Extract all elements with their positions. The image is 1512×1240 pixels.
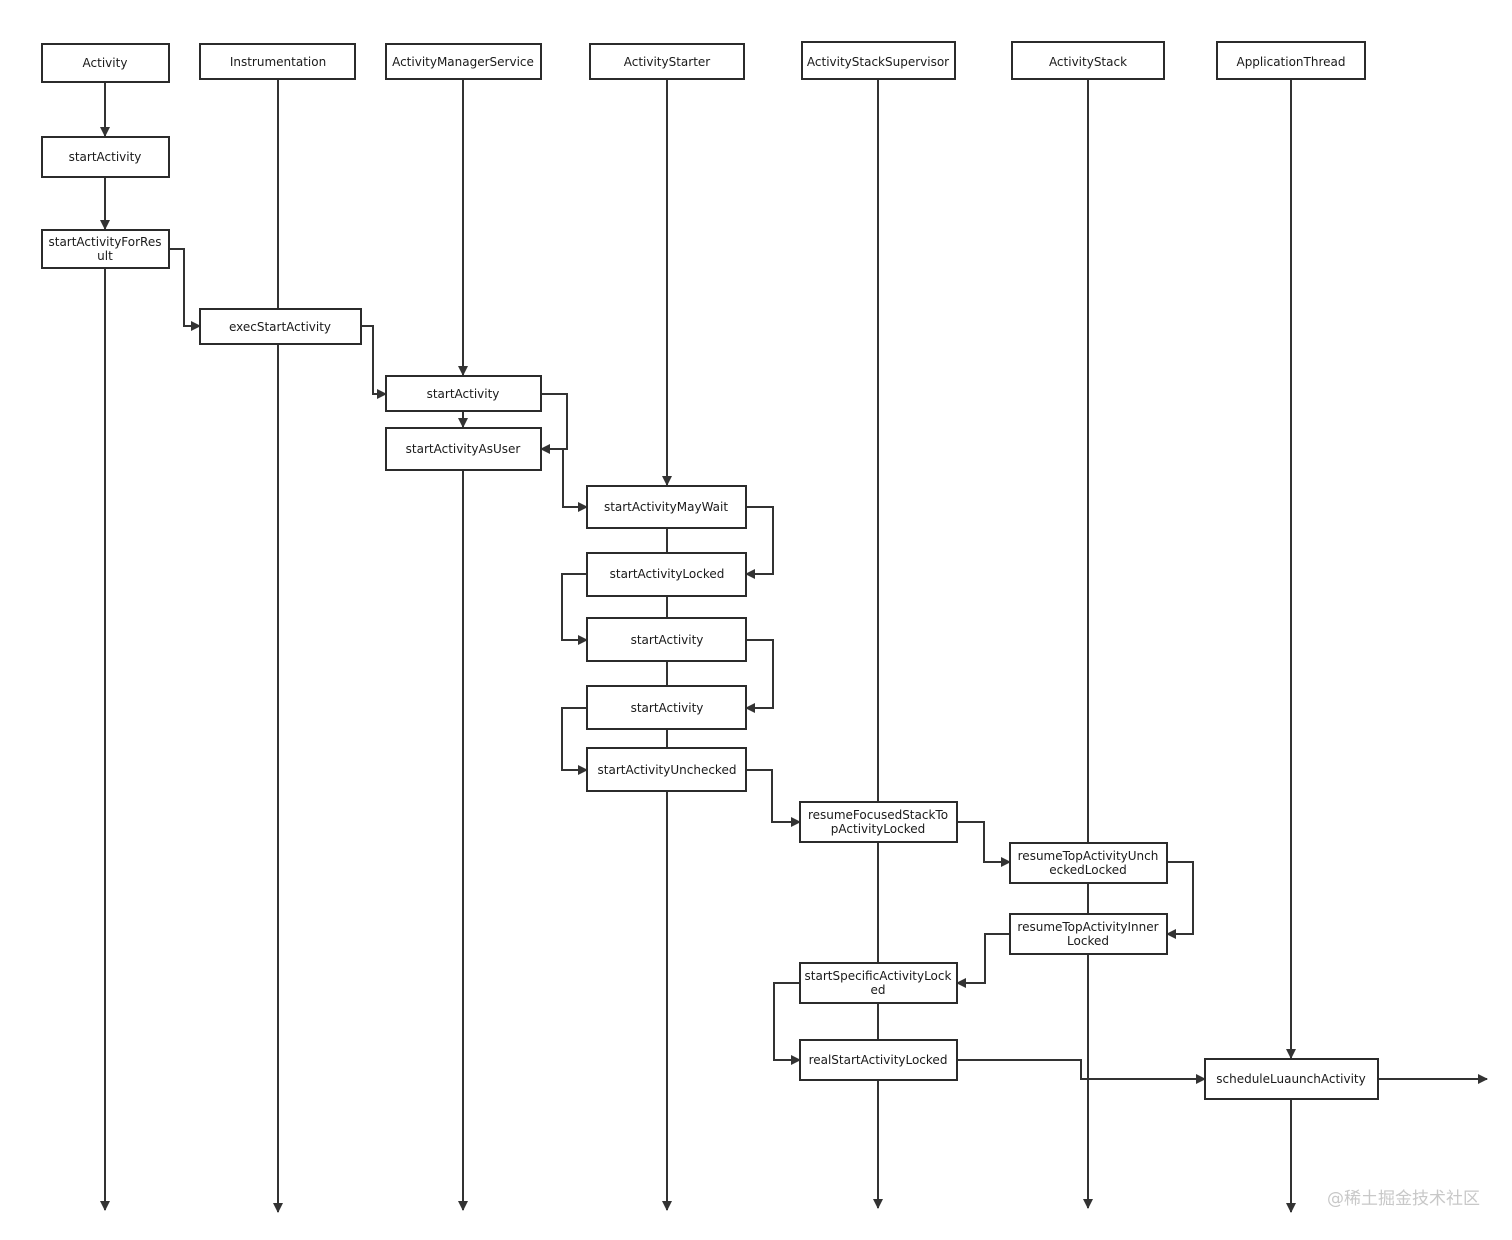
call-label-line: startActivity: [69, 150, 142, 164]
flow-connector: [1166, 861, 1194, 939]
flow-connector: [562, 449, 588, 512]
flow-connector: [746, 769, 801, 827]
call-box: startActivityMayWait: [586, 485, 747, 529]
call-box: realStartActivityLocked: [799, 1039, 958, 1081]
lifeline-header-label: Instrumentation: [230, 55, 326, 69]
call-box: startSpecificActivityLock ed: [799, 962, 958, 1004]
call-box: scheduleLuaunchActivity: [1204, 1058, 1379, 1100]
call-label-line: startActivityForRes: [48, 235, 161, 249]
call-label-line: scheduleLuaunchActivity: [1216, 1072, 1366, 1086]
call-box: startActivity: [385, 375, 542, 412]
call-box: resumeTopActivityInner Locked: [1009, 913, 1168, 955]
call-box: startActivityAsUser: [385, 427, 542, 471]
lifeline-header-label: ActivityStack: [1049, 55, 1127, 69]
call-label-line: realStartActivityLocked: [809, 1053, 948, 1067]
call-label-line: execStartActivity: [229, 320, 331, 334]
call-label-line: ed: [871, 983, 886, 997]
call-label-line: resumeTopActivityUnch: [1018, 849, 1159, 863]
flow-connector: [957, 821, 1011, 867]
call-box: startActivity: [41, 136, 170, 178]
call-label-line: startActivity: [631, 701, 704, 715]
call-label-line: resumeTopActivityInner: [1017, 920, 1158, 934]
call-box: startActivityLocked: [586, 552, 747, 597]
lifeline-header: ActivityStack: [1011, 41, 1165, 80]
call-label-line: startActivityMayWait: [604, 500, 728, 514]
call-label-line: Locked: [1067, 934, 1109, 948]
lifeline-header-label: Activity: [83, 56, 128, 70]
call-label-line: ult: [97, 249, 113, 263]
lifeline-header: ActivityStackSupervisor: [801, 41, 956, 80]
lifeline-header: Activity: [41, 43, 170, 83]
call-box: startActivity: [586, 617, 747, 662]
flow-connector: [540, 393, 568, 454]
lifeline-header-label: ActivityStackSupervisor: [807, 55, 949, 69]
flow-connector: [745, 639, 774, 713]
call-box: resumeTopActivityUnch eckedLocked: [1009, 842, 1168, 884]
call-boxes: startActivity startActivityForRes ult ex…: [41, 136, 1379, 1100]
call-box: startActivityUnchecked: [586, 747, 747, 792]
call-label-line: pActivityLocked: [831, 822, 925, 836]
call-box: startActivityForRes ult: [41, 229, 170, 269]
flow-connector: [169, 248, 201, 331]
flow-connector: [957, 1059, 1206, 1084]
lifeline-header-label: ActivityManagerService: [392, 55, 534, 69]
lifeline-header-label: ApplicationThread: [1236, 55, 1345, 69]
lifeline-header: ApplicationThread: [1216, 41, 1366, 80]
call-box: resumeFocusedStackTo pActivityLocked: [799, 801, 958, 843]
call-label-line: startActivity: [427, 387, 500, 401]
lifelines-and-connectors: [100, 79, 1488, 1213]
lifeline-header: Instrumentation: [199, 43, 356, 80]
call-label-line: startActivityLocked: [610, 567, 725, 581]
lifeline-headers: Activity Instrumentation ActivityManager…: [41, 41, 1366, 83]
flow-connector: [745, 506, 774, 579]
lifeline-header: ActivityManagerService: [385, 43, 542, 80]
call-label-line: startActivity: [631, 633, 704, 647]
watermark-text: @稀土掘金技术社区: [1327, 1189, 1480, 1209]
flow-connector: [561, 707, 588, 775]
call-label-line: startActivityUnchecked: [598, 763, 737, 777]
lifeline-header-label: ActivityStarter: [624, 55, 711, 69]
call-box: execStartActivity: [199, 308, 362, 345]
flow-connector: [561, 573, 588, 645]
call-label-line: startSpecificActivityLock: [805, 969, 952, 983]
flow-connector: [361, 325, 387, 399]
call-box: startActivity: [586, 685, 747, 730]
call-label-line: eckedLocked: [1049, 863, 1126, 877]
call-label-line: startActivityAsUser: [406, 442, 521, 456]
flow-connector: [773, 982, 801, 1065]
flow-connector: [956, 933, 1010, 988]
lifeline-header: ActivityStarter: [589, 43, 745, 80]
call-label-line: resumeFocusedStackTo: [808, 808, 948, 822]
